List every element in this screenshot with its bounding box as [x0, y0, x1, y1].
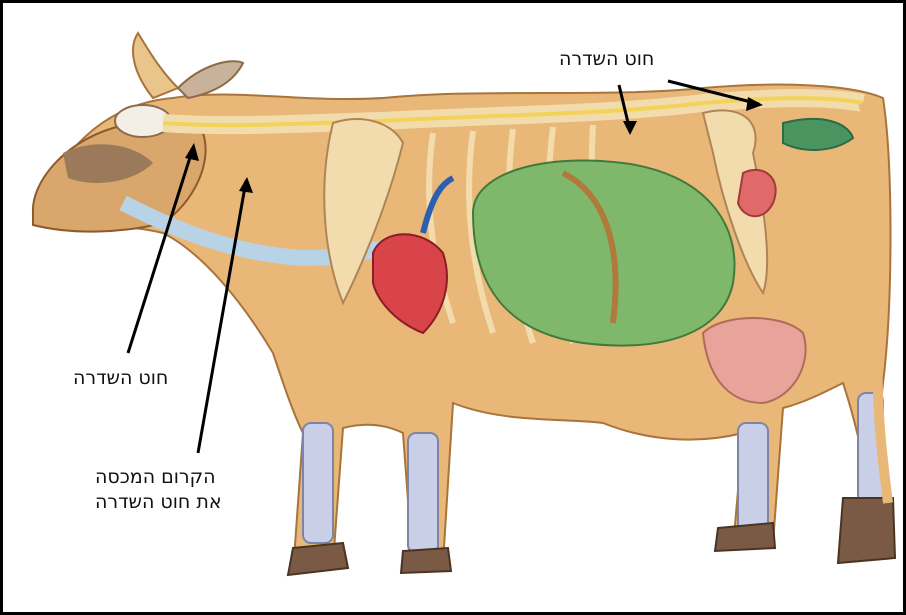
horn	[133, 33, 178, 98]
hooves	[288, 498, 895, 575]
cow-anatomy-illustration	[3, 3, 903, 612]
reproductive-organ	[738, 170, 776, 216]
ear	[178, 61, 243, 98]
brain	[115, 105, 171, 137]
label-meninges-line2: את חוט השדרה	[95, 490, 222, 514]
label-spinal-cord-top: חוט השדרה	[559, 47, 654, 71]
label-meninges-line1: הקרום המכסה	[95, 465, 216, 489]
label-spinal-cord-left: חוט השדרה	[73, 366, 168, 390]
